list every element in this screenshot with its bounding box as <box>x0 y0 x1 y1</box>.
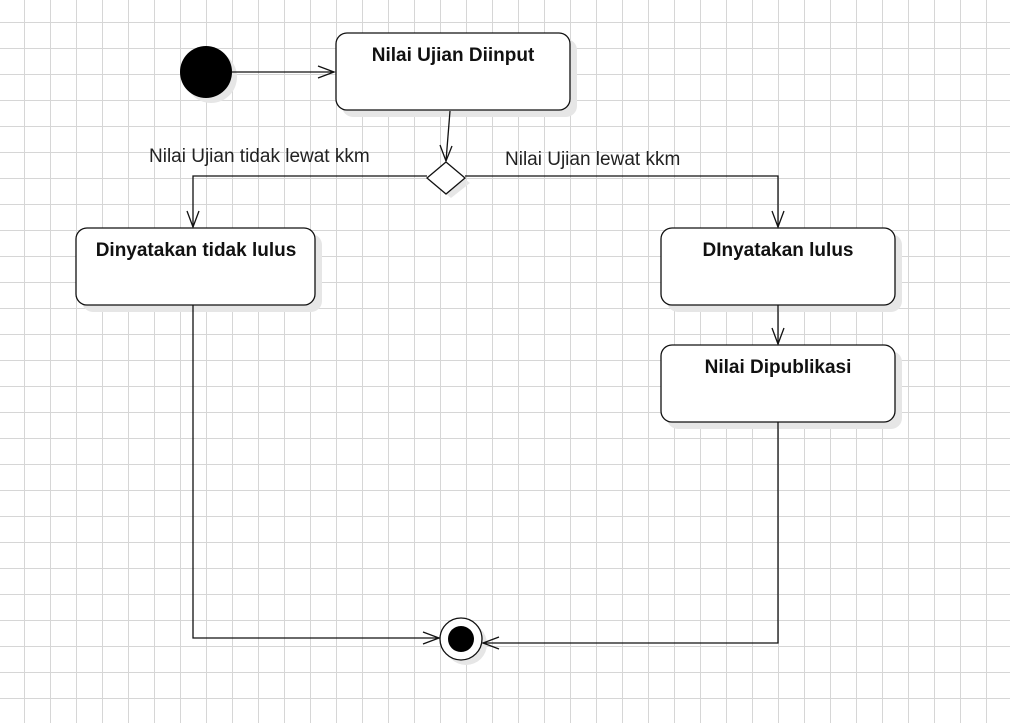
edge-fail-to-final <box>192 305 441 645</box>
edge-decision-to-pass: Nilai Ujian lewat kkm <box>465 149 785 229</box>
action-node-nilai-dipublikasi[interactable]: Nilai Dipublikasi <box>660 344 902 429</box>
edge-input-to-decision <box>439 110 453 163</box>
action-title: Nilai Ujian Diinput <box>372 45 535 66</box>
action-node-nilai-ujian-diinput[interactable]: Nilai Ujian Diinput <box>335 32 577 117</box>
action-node-dinyatakan-tidak-lulus[interactable]: Dinyatakan tidak lulus <box>75 227 322 312</box>
initial-node[interactable] <box>180 46 237 103</box>
decision-node[interactable] <box>425 161 470 198</box>
edge-pass-to-publish <box>771 305 785 346</box>
edge-decision-to-fail: Nilai Ujian tidak lewat kkm <box>149 146 427 229</box>
edge-publish-to-final <box>481 422 779 650</box>
action-title: Dinyatakan tidak lulus <box>96 240 297 261</box>
action-node-dinyatakan-lulus[interactable]: DInyatakan lulus <box>660 227 902 312</box>
edge-initial-to-input <box>232 65 336 79</box>
guard-label-tidak-lewat-kkm: Nilai Ujian tidak lewat kkm <box>149 146 370 167</box>
guard-label-lewat-kkm: Nilai Ujian lewat kkm <box>505 149 680 170</box>
final-node[interactable] <box>439 617 487 665</box>
action-title: Nilai Dipublikasi <box>705 357 852 378</box>
action-title: DInyatakan lulus <box>703 240 854 261</box>
